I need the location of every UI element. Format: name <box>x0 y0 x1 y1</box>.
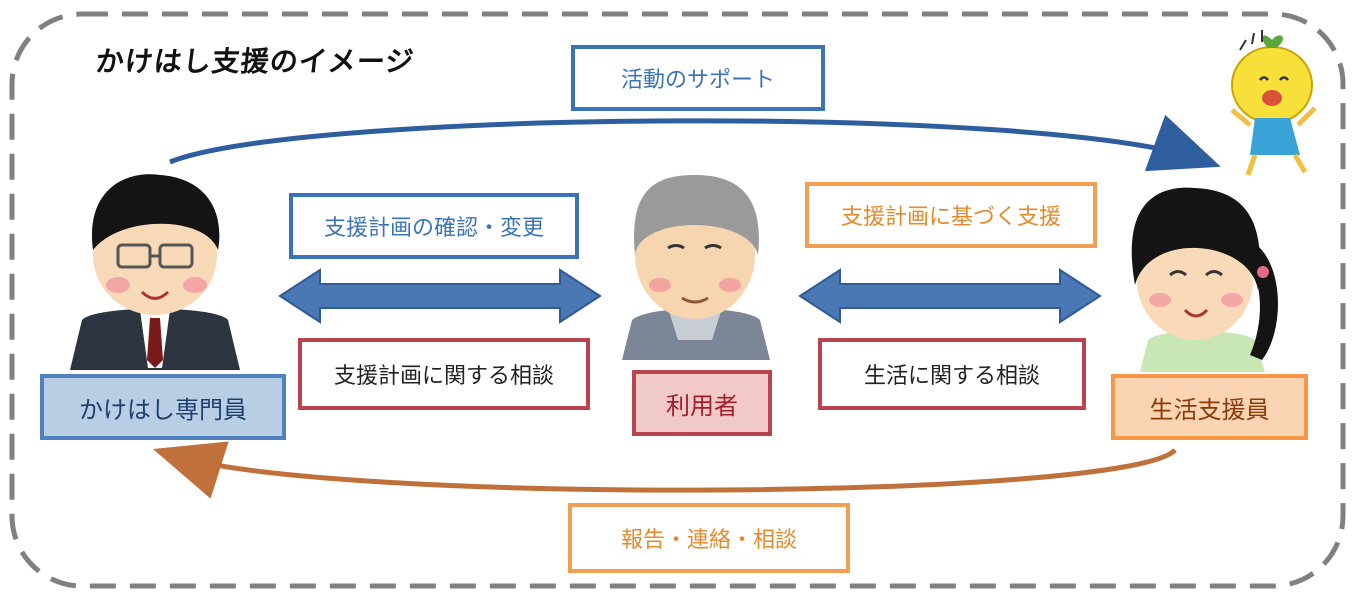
role-user-text: 利用者 <box>666 391 738 420</box>
role-user: 利用者 <box>632 370 772 436</box>
bottom-flow-label: 報告・連絡・相談 <box>568 503 850 573</box>
left-arrow-upper-label: 支援計画の確認・変更 <box>289 193 579 259</box>
role-specialist-text: かけはし専門員 <box>79 395 247 424</box>
role-specialist: かけはし専門員 <box>40 374 286 440</box>
left-arrow-lower-text: 支援計画に関する相談 <box>333 364 554 389</box>
diagram-title: かけはし支援のイメージ <box>94 45 417 78</box>
top-flow-label: 活動のサポート <box>571 45 825 111</box>
bottom-flow-label-text: 報告・連絡・相談 <box>620 528 797 553</box>
top-curved-arrow <box>169 114 1221 172</box>
role-support-worker: 生活支援員 <box>1111 374 1308 440</box>
right-arrow-upper-text: 支援計画に基づく支援 <box>840 205 1061 230</box>
right-double-arrow <box>798 268 1102 324</box>
mascot-figure <box>1230 30 1317 176</box>
right-arrow-upper-label: 支援計画に基づく支援 <box>805 182 1097 248</box>
right-arrow-lower-label: 生活に関する相談 <box>818 338 1086 410</box>
right-arrow-lower-text: 生活に関する相談 <box>863 364 1040 389</box>
specialist-figure <box>70 174 240 370</box>
bottom-curved-arrow <box>152 441 1177 499</box>
top-flow-label-text: 活動のサポート <box>620 68 775 93</box>
left-double-arrow <box>278 268 602 324</box>
left-arrow-lower-label: 支援計画に関する相談 <box>298 338 590 410</box>
role-support-worker-text: 生活支援員 <box>1149 395 1270 424</box>
support-worker-figure <box>1131 187 1278 372</box>
user-figure <box>622 175 770 360</box>
left-arrow-upper-text: 支援計画の確認・変更 <box>323 216 544 241</box>
